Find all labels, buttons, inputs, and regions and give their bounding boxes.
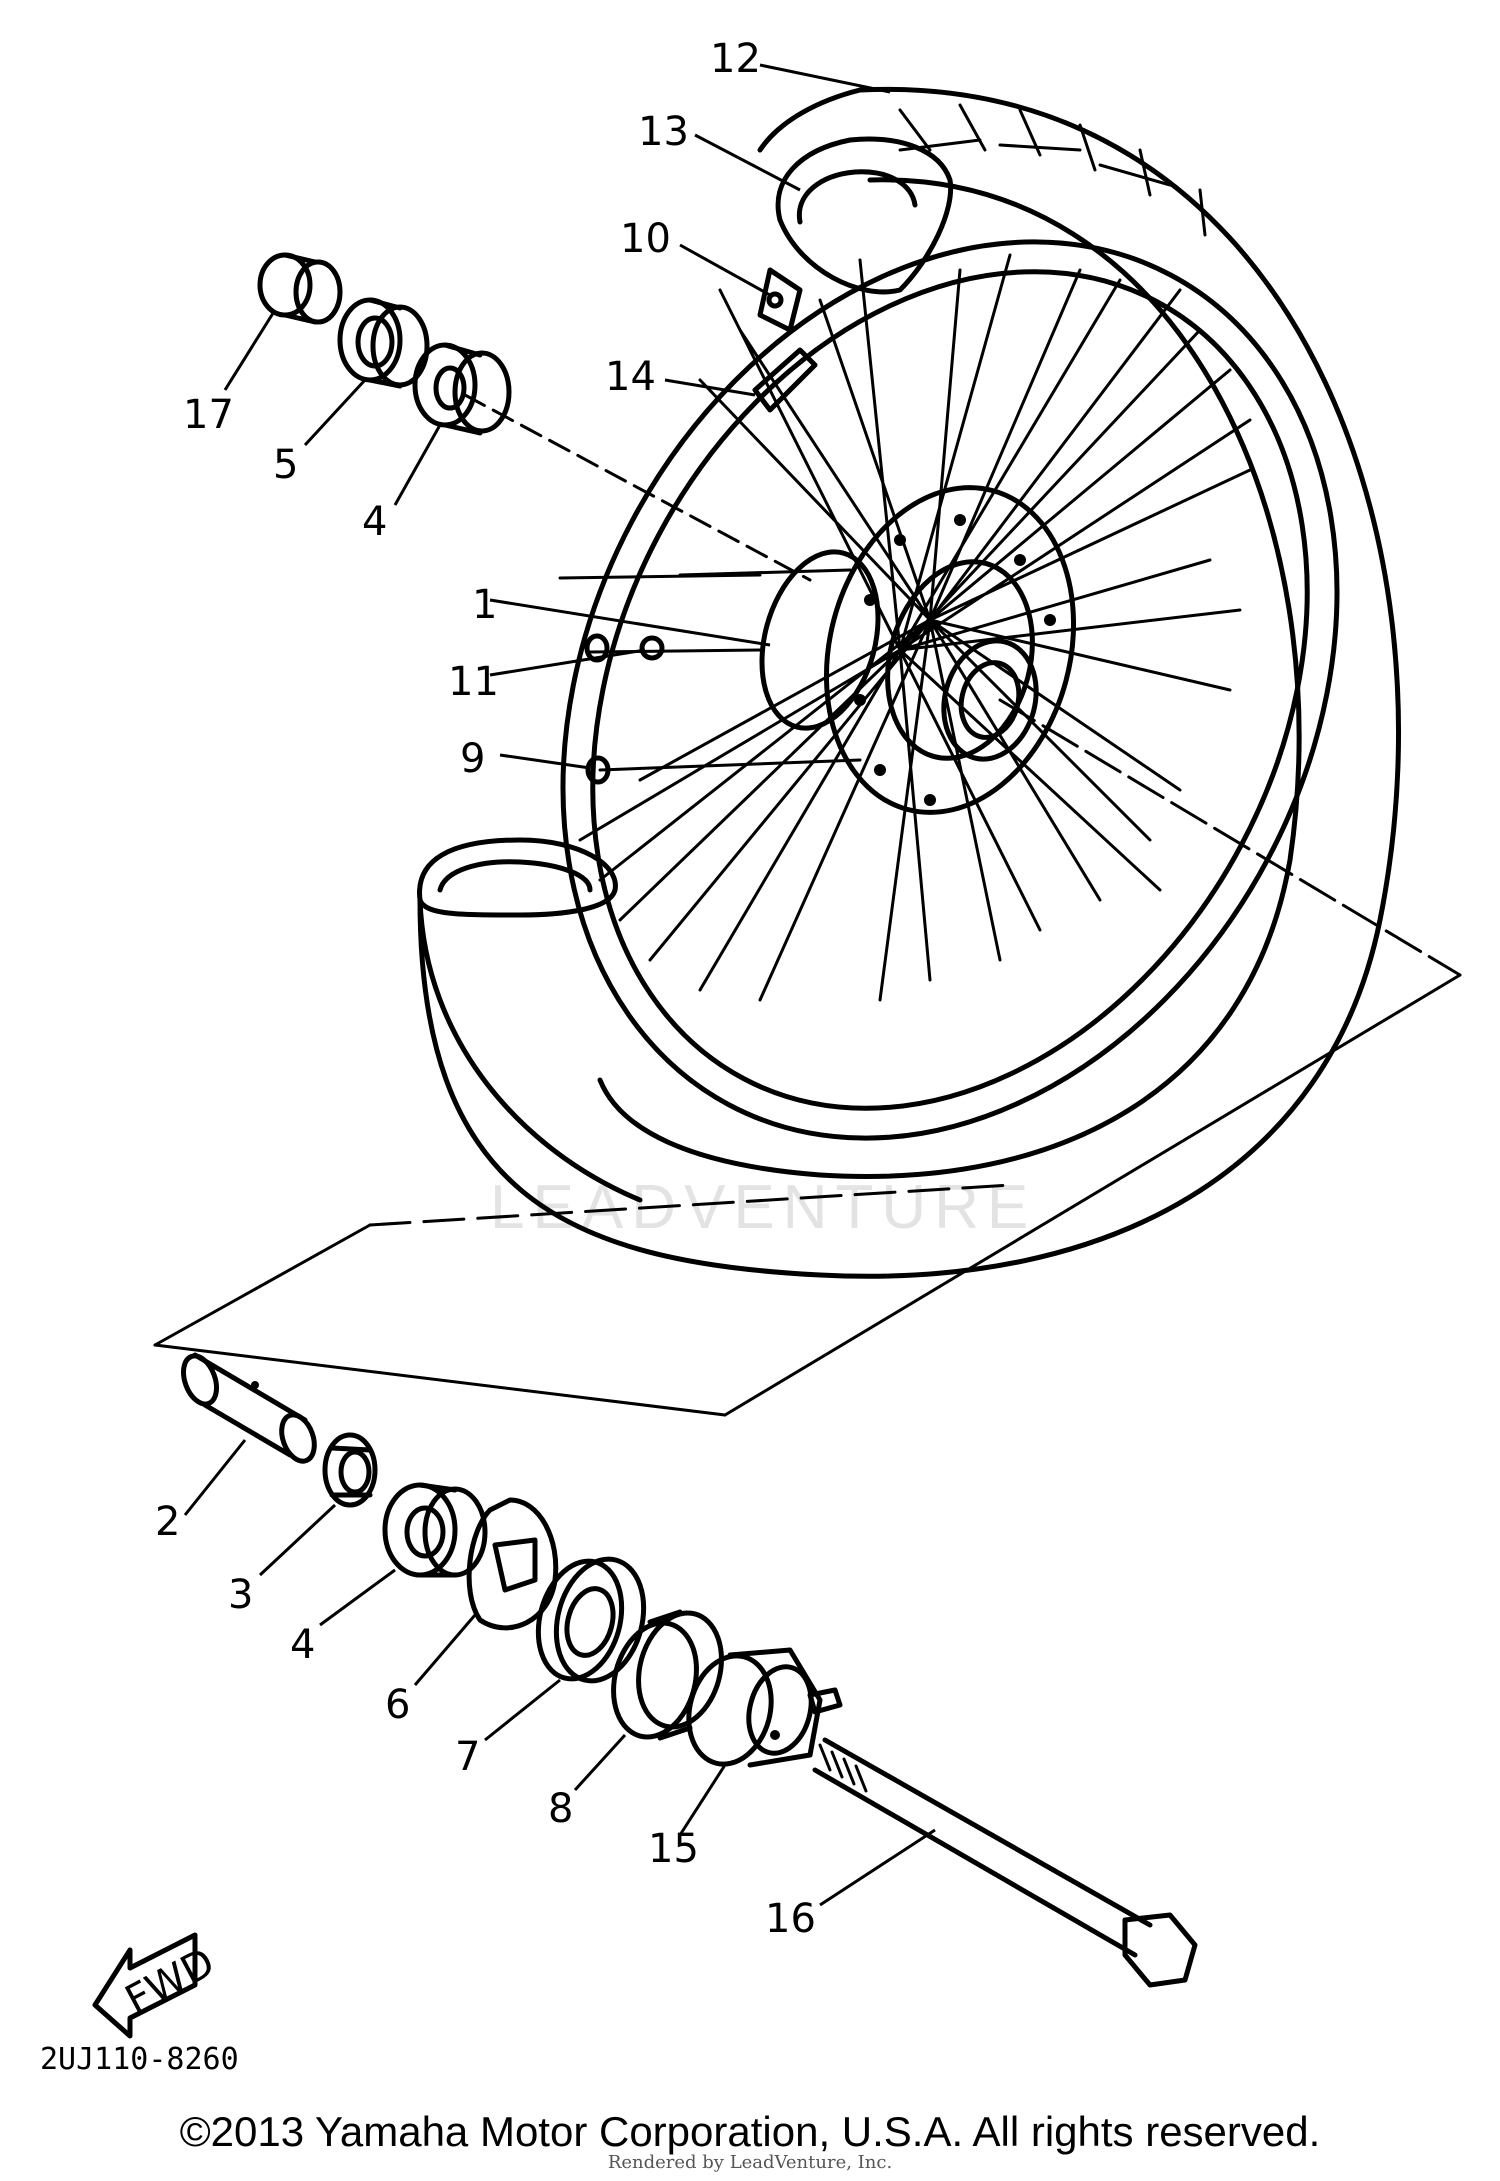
assembly-guides: [153, 393, 1462, 1417]
callout-13: 13: [638, 109, 689, 155]
part-3-spacer-flange: [322, 1432, 378, 1508]
callout-6: 6: [385, 1682, 410, 1728]
rim: [560, 239, 1340, 1141]
callout-4-lower: 4: [290, 1622, 315, 1668]
callout-5: 5: [273, 442, 298, 488]
callout-1: 1: [472, 582, 497, 628]
callout-14: 14: [605, 354, 656, 400]
copyright-text: ©2013 Yamaha Motor Corporation, U.S.A. A…: [179, 2108, 1321, 2155]
callout-17: 17: [183, 392, 234, 438]
part-2-spacer: [181, 1352, 317, 1464]
part-6-meter-clutch: [466, 1497, 559, 1631]
part-14-tube-flap-end: [752, 347, 818, 413]
rendered-by-text: Rendered by LeadVenture, Inc.: [607, 2152, 893, 2173]
watermark: LEADVENTURE: [490, 1173, 1036, 1242]
part-4-bearing-lower: [382, 1482, 488, 1578]
callout-9: 9: [460, 736, 485, 782]
fwd-arrow: FWD: [92, 1932, 222, 2039]
part-15-speedometer-gear-unit: [686, 1647, 843, 1768]
callout-3: 3: [228, 1572, 253, 1618]
callout-8: 8: [548, 1786, 573, 1832]
part-4-bearing-upper: [412, 342, 512, 436]
part-11-spoke-nipple: [639, 635, 665, 661]
hub: [759, 485, 1077, 815]
callout-10: 10: [620, 216, 671, 262]
fwd-label: FWD: [118, 1939, 222, 2023]
callout-16: 16: [765, 1896, 816, 1942]
part-5-oil-seal: [337, 297, 430, 389]
callout-11: 11: [448, 659, 499, 705]
callout-15: 15: [648, 1826, 699, 1872]
part-16-axle: [812, 1737, 1198, 1988]
callouts: 1 2 3 4 4 5 6 7 8 9 10 11 12 13 14 15 16…: [155, 36, 816, 1942]
part-code: 2UJ110-8260: [40, 2042, 239, 2077]
part-8-seal-guard: [611, 1609, 724, 1741]
leader-lines: [183, 63, 936, 1907]
callout-12: 12: [710, 36, 761, 82]
part-10-tube-valve: [757, 267, 803, 333]
part-17-collar: [257, 252, 343, 325]
callout-7: 7: [455, 1734, 480, 1780]
callout-4-upper: 4: [362, 499, 387, 545]
callout-2: 2: [155, 1499, 180, 1545]
